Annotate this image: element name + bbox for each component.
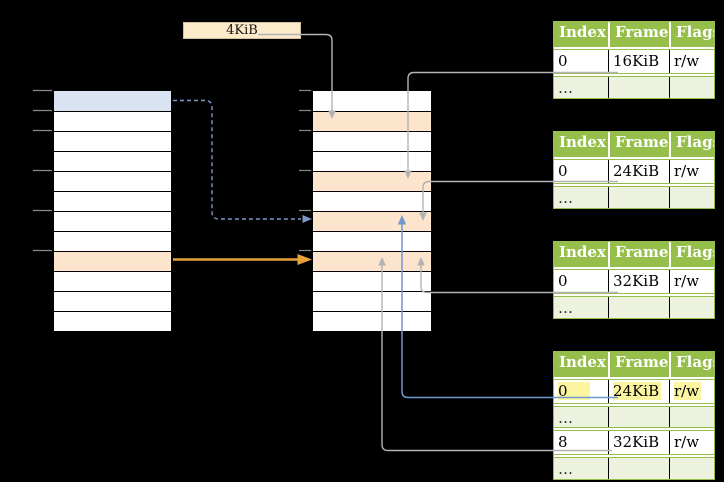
header-flags: Flags — [669, 352, 714, 377]
cell-index: … — [558, 189, 573, 207]
cell-index: 0 — [558, 52, 568, 70]
cell-flags — [669, 297, 714, 318]
page-table-header: Index Frame Flags — [554, 352, 714, 377]
header-index: Index — [559, 23, 606, 41]
cell-flags: r/w — [669, 380, 714, 403]
left-address-column — [53, 90, 172, 332]
cell-index: … — [558, 79, 573, 97]
middle-column-ticks — [299, 89, 311, 252]
page-size-label: 4KiB — [183, 22, 301, 39]
middle-row-highlight — [313, 111, 431, 131]
left-row — [54, 271, 171, 291]
middle-row — [313, 271, 431, 291]
header-flags: Flags — [669, 132, 714, 157]
header-flags: Flags — [669, 242, 714, 267]
table-row-ellipsis: … — [554, 296, 714, 318]
left-row — [54, 151, 171, 171]
page-table-second: Index Frame Flags 0 24KiB r/w … — [553, 131, 715, 209]
left-row — [54, 171, 171, 191]
middle-row — [313, 191, 431, 211]
middle-row-highlight — [313, 251, 431, 271]
table-row-ellipsis: … — [554, 76, 714, 98]
table-row-highlighted: 0 24KiB r/w — [554, 379, 714, 404]
cell-frame: 32KiB — [608, 270, 669, 293]
cell-index: … — [558, 299, 573, 317]
cell-flags — [669, 77, 714, 98]
cell-index: 0 — [554, 380, 608, 403]
cell-frame — [608, 458, 669, 479]
table-row: 0 32KiB r/w — [554, 269, 714, 294]
left-row-highlight-orange — [54, 251, 171, 271]
header-flags: Flags — [669, 22, 714, 47]
table-row-ellipsis: … — [554, 457, 714, 479]
middle-row — [313, 151, 431, 171]
cell-flags: r/w — [669, 50, 714, 73]
left-row — [54, 291, 171, 311]
cell-index: … — [558, 460, 573, 478]
page-table-header: Index Frame Flags — [554, 22, 714, 47]
highlight-mark: 0 — [558, 382, 590, 400]
cell-frame: 24KiB — [608, 380, 669, 403]
cell-flags: r/w — [669, 431, 714, 454]
page-table-bottom: Index Frame Flags 0 24KiB r/w … 8 32KiB … — [553, 351, 715, 480]
cell-index: 0 — [558, 162, 568, 180]
middle-row-highlight — [313, 171, 431, 191]
table-row: 8 32KiB r/w — [554, 430, 714, 455]
header-index: Index — [559, 353, 606, 371]
left-row — [54, 231, 171, 251]
page-size-text: 4KiB — [226, 23, 258, 38]
left-row — [54, 131, 171, 151]
page-table-third: Index Frame Flags 0 32KiB r/w … — [553, 241, 715, 319]
middle-row — [313, 91, 431, 111]
cell-flags — [669, 407, 714, 427]
header-frame: Frame — [608, 22, 669, 47]
cell-flags: r/w — [669, 160, 714, 183]
left-row — [54, 211, 171, 231]
cell-frame — [608, 77, 669, 98]
cell-frame — [608, 407, 669, 427]
cell-index: 8 — [558, 433, 568, 451]
left-row-highlight-blue — [54, 91, 171, 111]
cell-index: … — [558, 409, 573, 427]
left-row — [54, 311, 171, 331]
page-table-top: Index Frame Flags 0 16KiB r/w … — [553, 21, 715, 99]
arrow-left-orange-to-middle — [173, 254, 312, 265]
cell-index: 0 — [558, 272, 568, 290]
middle-row-highlight — [313, 211, 431, 231]
cell-frame: 16KiB — [608, 50, 669, 73]
arrow-left-blue-to-middle-dashed — [173, 99, 312, 223]
header-frame: Frame — [608, 352, 669, 377]
table-row-ellipsis: … — [554, 186, 714, 208]
page-table-header: Index Frame Flags — [554, 132, 714, 157]
page-table-header: Index Frame Flags — [554, 242, 714, 267]
header-index: Index — [559, 133, 606, 151]
highlight-mark: r/w — [674, 382, 702, 400]
table-row-ellipsis: … — [554, 406, 714, 428]
cell-frame — [608, 187, 669, 208]
middle-row — [313, 131, 431, 151]
middle-row — [313, 311, 431, 331]
middle-row — [313, 231, 431, 251]
header-index: Index — [559, 243, 606, 261]
middle-row — [313, 291, 431, 311]
header-frame: Frame — [608, 132, 669, 157]
cell-flags — [669, 458, 714, 479]
table-row: 0 16KiB r/w — [554, 49, 714, 74]
cell-frame: 32KiB — [608, 431, 669, 454]
cell-frame: 24KiB — [608, 160, 669, 183]
highlight-mark: 24KiB — [613, 382, 662, 400]
cell-flags — [669, 187, 714, 208]
cell-frame — [608, 297, 669, 318]
cell-flags: r/w — [669, 270, 714, 293]
table-row: 0 24KiB r/w — [554, 159, 714, 184]
left-row — [54, 191, 171, 211]
middle-address-column — [312, 90, 432, 332]
header-frame: Frame — [608, 242, 669, 267]
left-column-ticks — [33, 89, 52, 252]
left-row — [54, 111, 171, 131]
